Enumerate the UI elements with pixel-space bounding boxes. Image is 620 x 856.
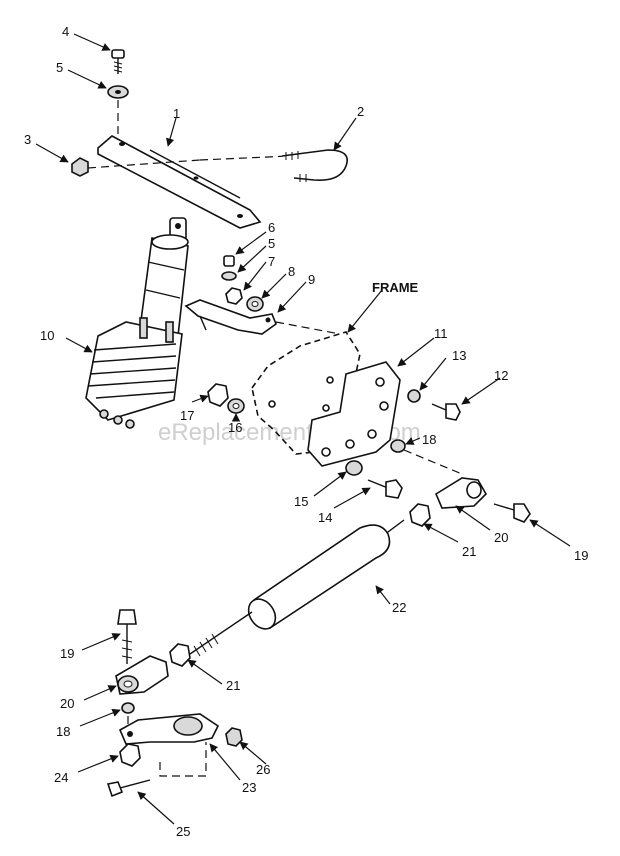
bolt-part-14 [367, 479, 403, 499]
u-bolt-part-2 [281, 149, 348, 182]
callout-22: 22 [392, 600, 406, 615]
callout-10: 10 [40, 328, 54, 343]
washer-part-5 [221, 271, 237, 281]
callout-18b: 18 [56, 724, 70, 739]
callout-26: 26 [256, 762, 270, 777]
callout-23: 23 [242, 780, 256, 795]
callout-12: 12 [494, 368, 508, 383]
callout-leaders [35, 33, 571, 825]
callout-17: 17 [180, 408, 194, 423]
callout-25: 25 [176, 824, 190, 839]
callout-24: 24 [54, 770, 68, 785]
nut-part-7 [225, 287, 243, 305]
nut-part-8 [246, 296, 264, 312]
bolt-part-19-upper [493, 503, 531, 523]
washer-part-18 [390, 439, 406, 453]
bracket-part-9 [184, 299, 277, 335]
mounting-plate-part-1 [97, 135, 262, 229]
callout-16: 16 [228, 420, 242, 435]
callout-3: 3 [24, 132, 31, 147]
nut-part-21-lower [169, 643, 191, 667]
bolt-part-12 [431, 403, 461, 421]
nut-part-3 [71, 157, 89, 177]
callout-19: 19 [574, 548, 588, 563]
nut-part-17 [207, 383, 229, 407]
assembly-line [199, 155, 291, 161]
callout-14: 14 [318, 510, 332, 525]
washer-part-16 [227, 398, 245, 414]
callout-1: 1 [173, 106, 180, 121]
assembly-line [87, 159, 201, 169]
nut-part-24 [119, 743, 141, 767]
callout-21: 21 [462, 544, 476, 559]
callout-20: 20 [494, 530, 508, 545]
screw-part-4 [111, 49, 125, 74]
callout-18: 18 [422, 432, 436, 447]
washer-part-13 [407, 389, 421, 403]
cylinder-part-22 [189, 519, 405, 657]
frame-label: FRAME [372, 280, 419, 295]
callout-15: 15 [294, 494, 308, 509]
lever-arm-part-23 [118, 713, 220, 745]
nut-part-26 [225, 727, 243, 747]
callout-20b: 20 [60, 696, 74, 711]
callout-19b: 19 [60, 646, 74, 661]
callout-4: 4 [62, 24, 69, 39]
frame-bracket-part-11 [307, 361, 401, 467]
callout-5: 5 [56, 60, 63, 75]
callout-6: 6 [268, 220, 275, 235]
callout-11: 11 [434, 326, 448, 341]
washer-part-5-top [107, 85, 129, 99]
assembly-line [403, 449, 463, 475]
nut-part-21-upper [409, 503, 431, 527]
actuator-motor-part-10 [85, 217, 189, 429]
callout-7: 7 [268, 254, 275, 269]
callout-5b: 5 [268, 236, 275, 251]
screw-part-25 [106, 779, 151, 798]
washer-part-15 [345, 460, 363, 476]
callout-21b: 21 [226, 678, 240, 693]
callout-8: 8 [288, 264, 295, 279]
assembly-line [159, 742, 207, 777]
callout-9: 9 [308, 272, 315, 287]
rod-end-part-20-lower [115, 655, 169, 695]
assembly-line [275, 321, 341, 335]
callout-13: 13 [452, 348, 466, 363]
screw-part-6 [223, 255, 235, 267]
washer-part-18-lower [121, 702, 135, 714]
callout-2: 2 [357, 104, 364, 119]
rod-end-part-20-upper [434, 477, 487, 509]
bolt-part-19-lower [117, 609, 137, 664]
